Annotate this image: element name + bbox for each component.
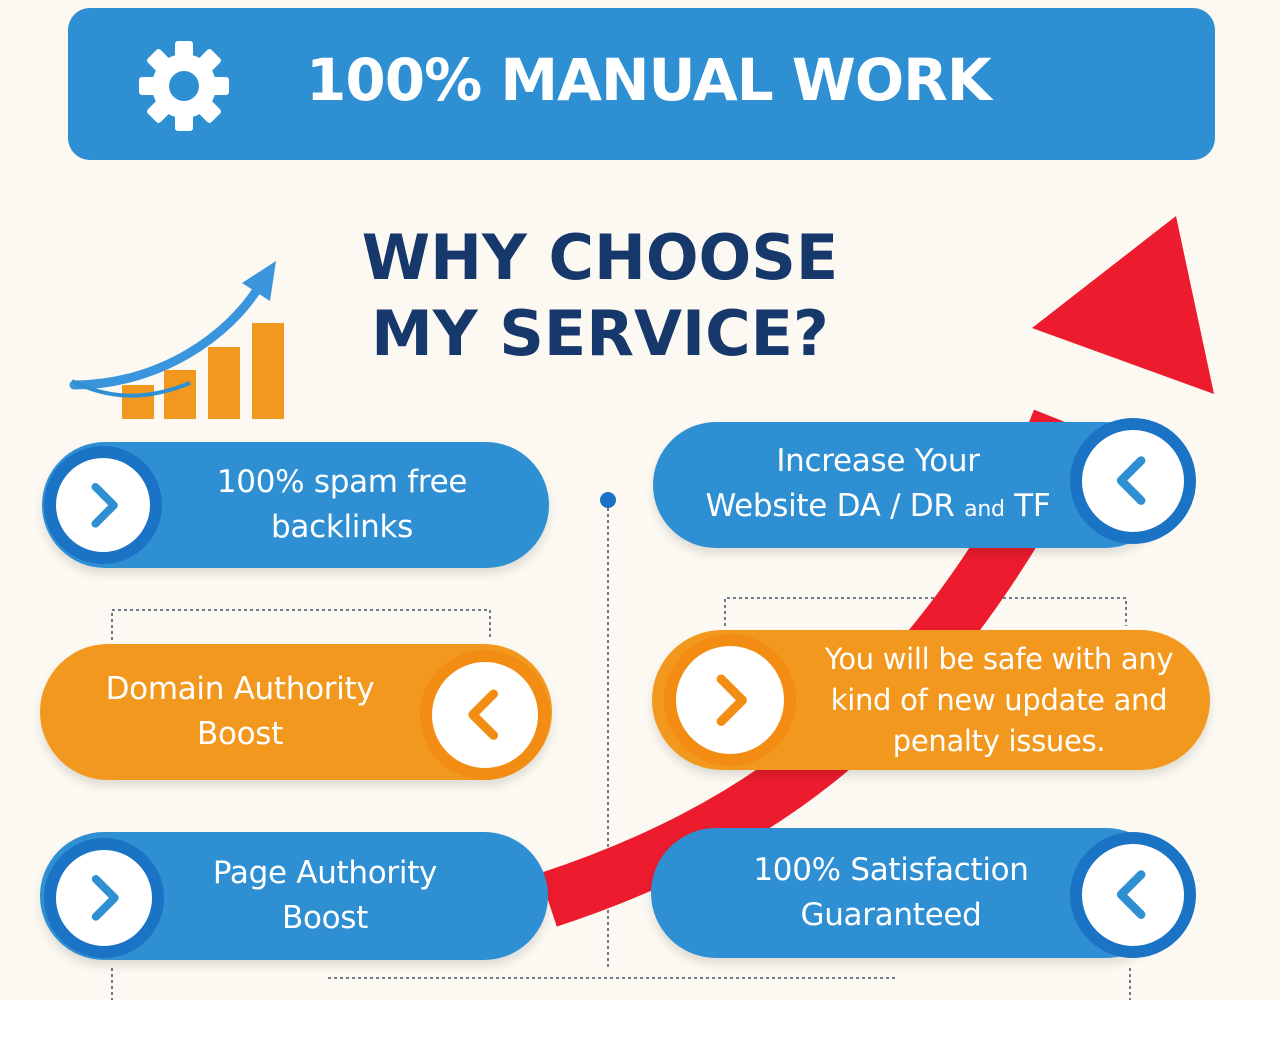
feature-increase-da-text: Increase Your Website DA / DR and TF — [673, 422, 1083, 548]
chevron-left-icon — [1070, 418, 1196, 544]
growth-chart-icon — [69, 261, 284, 419]
heading-line-2: MY SERVICE? — [371, 297, 829, 370]
feature-increase-line-2b: TF — [1004, 487, 1051, 524]
feature-satisfaction-text: 100% Satisfaction Guaranteed — [753, 852, 1029, 933]
gear-icon — [139, 41, 229, 131]
infographic: 100% MANUAL WORK WHY CHOOSE MY SERVICE? … — [0, 0, 1280, 1000]
feature-increase-line-2-small: and — [964, 496, 1005, 522]
page-heading: WHY CHOOSE MY SERVICE? — [340, 220, 860, 372]
feature-increase-line-2a: Website DA / DR — [705, 487, 965, 524]
dotted-guides — [111, 492, 1131, 1000]
top-banner — [68, 8, 1215, 160]
chevron-left-icon — [420, 650, 550, 780]
chevron-right-icon — [44, 838, 164, 958]
chevron-right-icon — [44, 446, 162, 564]
heading-line-1: WHY CHOOSE — [361, 221, 839, 294]
feature-increase-line-2: Website DA / DR and TF — [706, 484, 1051, 532]
feature-spam-free-text: 100% spam free backlinks — [216, 464, 468, 545]
chevron-left-icon — [1070, 832, 1196, 958]
banner-title: 100% MANUAL WORK — [306, 46, 992, 114]
feature-page-authority-text: Page Authority Boost — [212, 855, 438, 936]
feature-domain-authority-text: Domain Authority Boost — [105, 671, 375, 752]
feature-safe-updates-text: You will be safe with any kind of new up… — [824, 641, 1174, 758]
chevron-right-icon — [664, 634, 796, 766]
feature-increase-line-1: Increase Your — [776, 442, 980, 479]
